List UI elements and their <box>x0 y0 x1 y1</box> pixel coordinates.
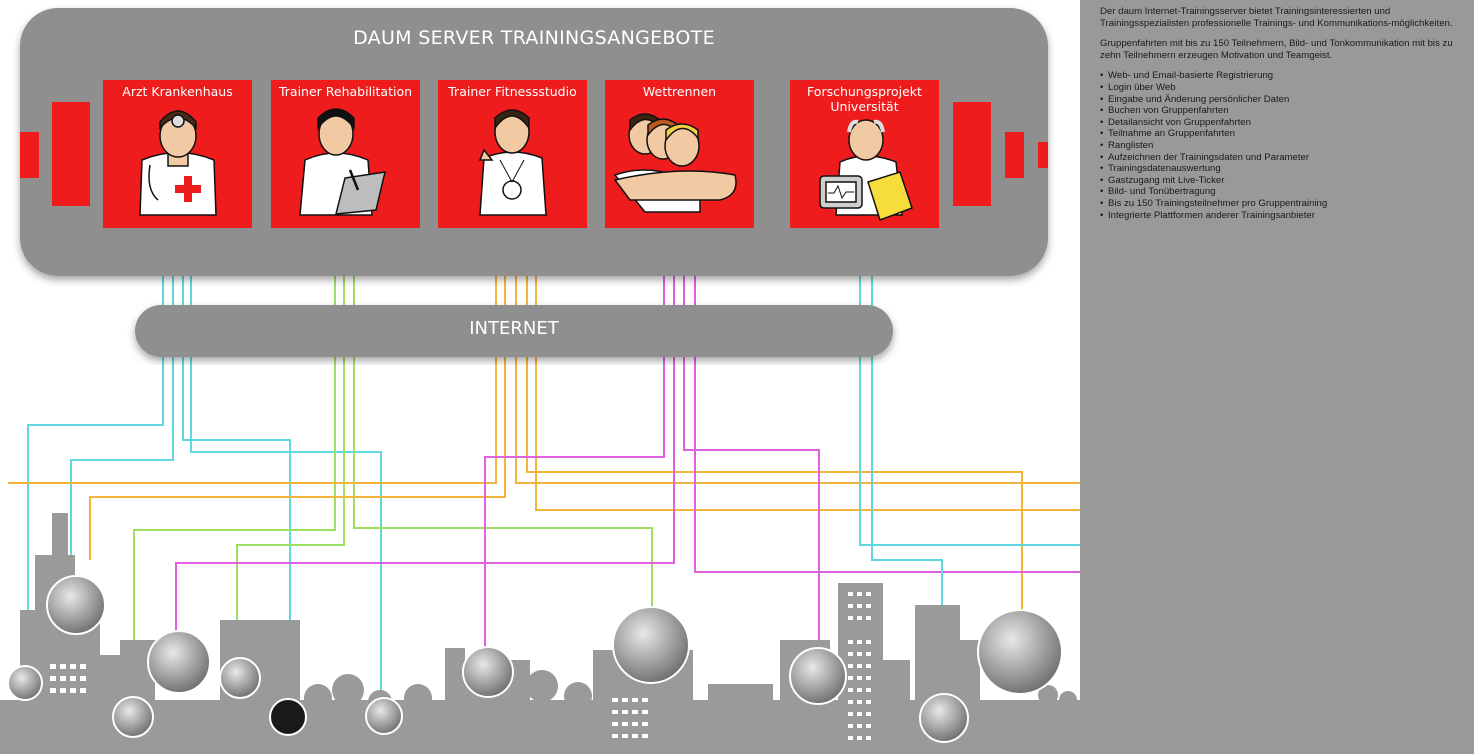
info-panel: Der daum Internet-Trainingsserver bietet… <box>1080 0 1474 754</box>
feature-item: Bis zu 150 Trainingsteilnehmer pro Grupp… <box>1100 198 1464 210</box>
panel-group: Gruppenfahrten mit bis zu 150 Teilnehmer… <box>1100 38 1453 61</box>
feature-item: Buchen von Gruppenfahrten <box>1100 105 1464 117</box>
participant-photo <box>7 665 43 701</box>
participant-photo <box>462 646 514 698</box>
participant-photos <box>7 575 1063 743</box>
feature-item: Trainingsdatenauswertung <box>1100 163 1464 175</box>
rehab-trainer-icon <box>299 108 386 216</box>
participant-photo <box>365 697 403 735</box>
card-label-fitness: Trainer Fitnessstudio <box>448 84 577 99</box>
participant-photo <box>919 693 969 743</box>
city-skyline <box>0 513 1080 754</box>
participant-photo <box>147 630 211 694</box>
feature-item: Gastzugang mit Live-Ticker <box>1100 175 1464 187</box>
participant-photo <box>219 657 261 699</box>
race-lines <box>175 228 1080 655</box>
building-windows <box>50 592 871 740</box>
feature-item: Login über Web <box>1100 82 1464 94</box>
participant-photo <box>612 606 690 684</box>
fitness-trainer-icon <box>478 109 547 216</box>
service-cards <box>103 80 939 228</box>
feature-item: Teilnahme an Gruppenfahrten <box>1100 128 1464 140</box>
doctor-icon <box>139 110 217 216</box>
participant-photo <box>112 696 154 738</box>
participant-photo <box>789 647 847 705</box>
card-label-professor: Forschungsprojekt Universität <box>807 84 922 114</box>
feature-item: Web- und Email-basierte Registrierung <box>1100 70 1464 82</box>
feature-item: Ranglisten <box>1100 140 1464 152</box>
feature-item: Aufzeichnen der Trainingsdaten und Param… <box>1100 152 1464 164</box>
feature-item: Integrierte Plattformen anderer Training… <box>1100 210 1464 222</box>
professor-icon <box>819 119 913 221</box>
rehab-lines <box>133 228 653 712</box>
side-bars <box>20 102 1048 206</box>
feature-item: Bild- und Tonübertragung <box>1100 186 1464 198</box>
race-icon <box>613 113 737 213</box>
panel-intro: Der daum Internet-Trainingsserver bietet… <box>1100 6 1453 29</box>
card-label-rehab: Trainer Rehabilitation <box>278 84 413 99</box>
card-label-race: Wettrennen <box>642 84 717 99</box>
internet-label: INTERNET <box>469 318 559 339</box>
feature-list: Web- und Email-basierte Registrierung Lo… <box>1100 70 1464 221</box>
participant-photo <box>977 609 1063 695</box>
participant-photo <box>46 575 106 635</box>
participant-photo <box>269 698 307 736</box>
server-title: DAUM SERVER TRAININGSANGEBOTE <box>353 27 715 49</box>
internet-bar <box>135 305 893 357</box>
card-label-doctor: Arzt Krankenhaus <box>122 84 233 99</box>
feature-item: Detailansicht von Gruppenfahrten <box>1100 117 1464 129</box>
fitness-lines <box>8 228 1080 615</box>
feature-item: Eingabe und Änderung persönlicher Daten <box>1100 94 1464 106</box>
